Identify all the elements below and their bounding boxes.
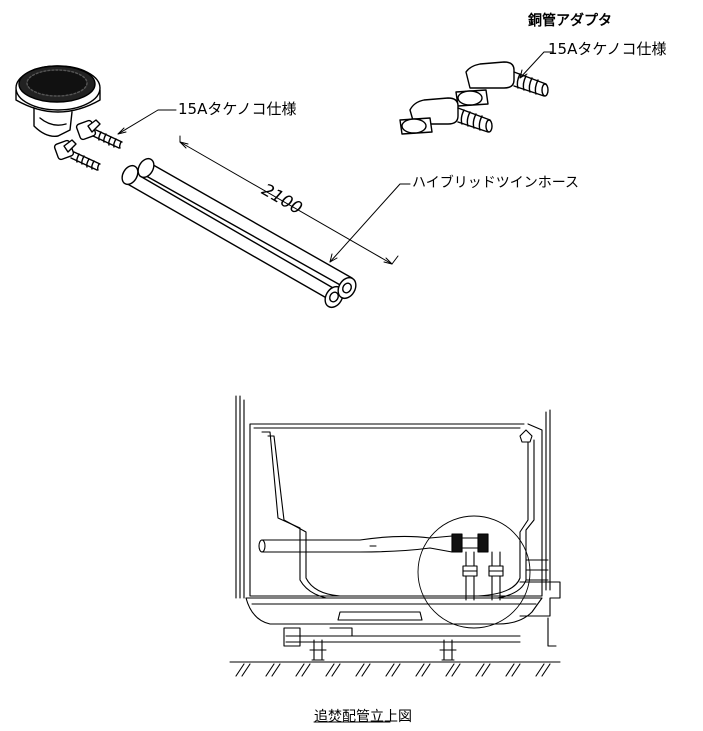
leader-hose — [329, 183, 411, 263]
fitting-nipple-upper — [75, 119, 123, 149]
dimension-line — [179, 135, 399, 265]
copper-adapter — [399, 61, 549, 135]
detail-circle — [417, 515, 531, 629]
leader-spec-left — [117, 109, 177, 135]
bathtub-elevation — [229, 395, 561, 677]
circulation-fitting — [15, 65, 123, 171]
fitting-nipple-lower — [53, 139, 101, 171]
label-caption: 追焚配管立上図 — [314, 709, 412, 725]
tub-hose — [258, 533, 504, 601]
label-spec-left: 15Aタケノコ仕様 — [178, 100, 297, 118]
twin-hose — [121, 157, 357, 309]
label-copper-adapter: 銅管アダプタ — [528, 13, 612, 29]
label-hose: ハイブリッドツインホース — [412, 175, 580, 191]
label-spec-right: 15Aタケノコ仕様 — [548, 40, 667, 58]
leader-spec-right — [519, 51, 553, 79]
